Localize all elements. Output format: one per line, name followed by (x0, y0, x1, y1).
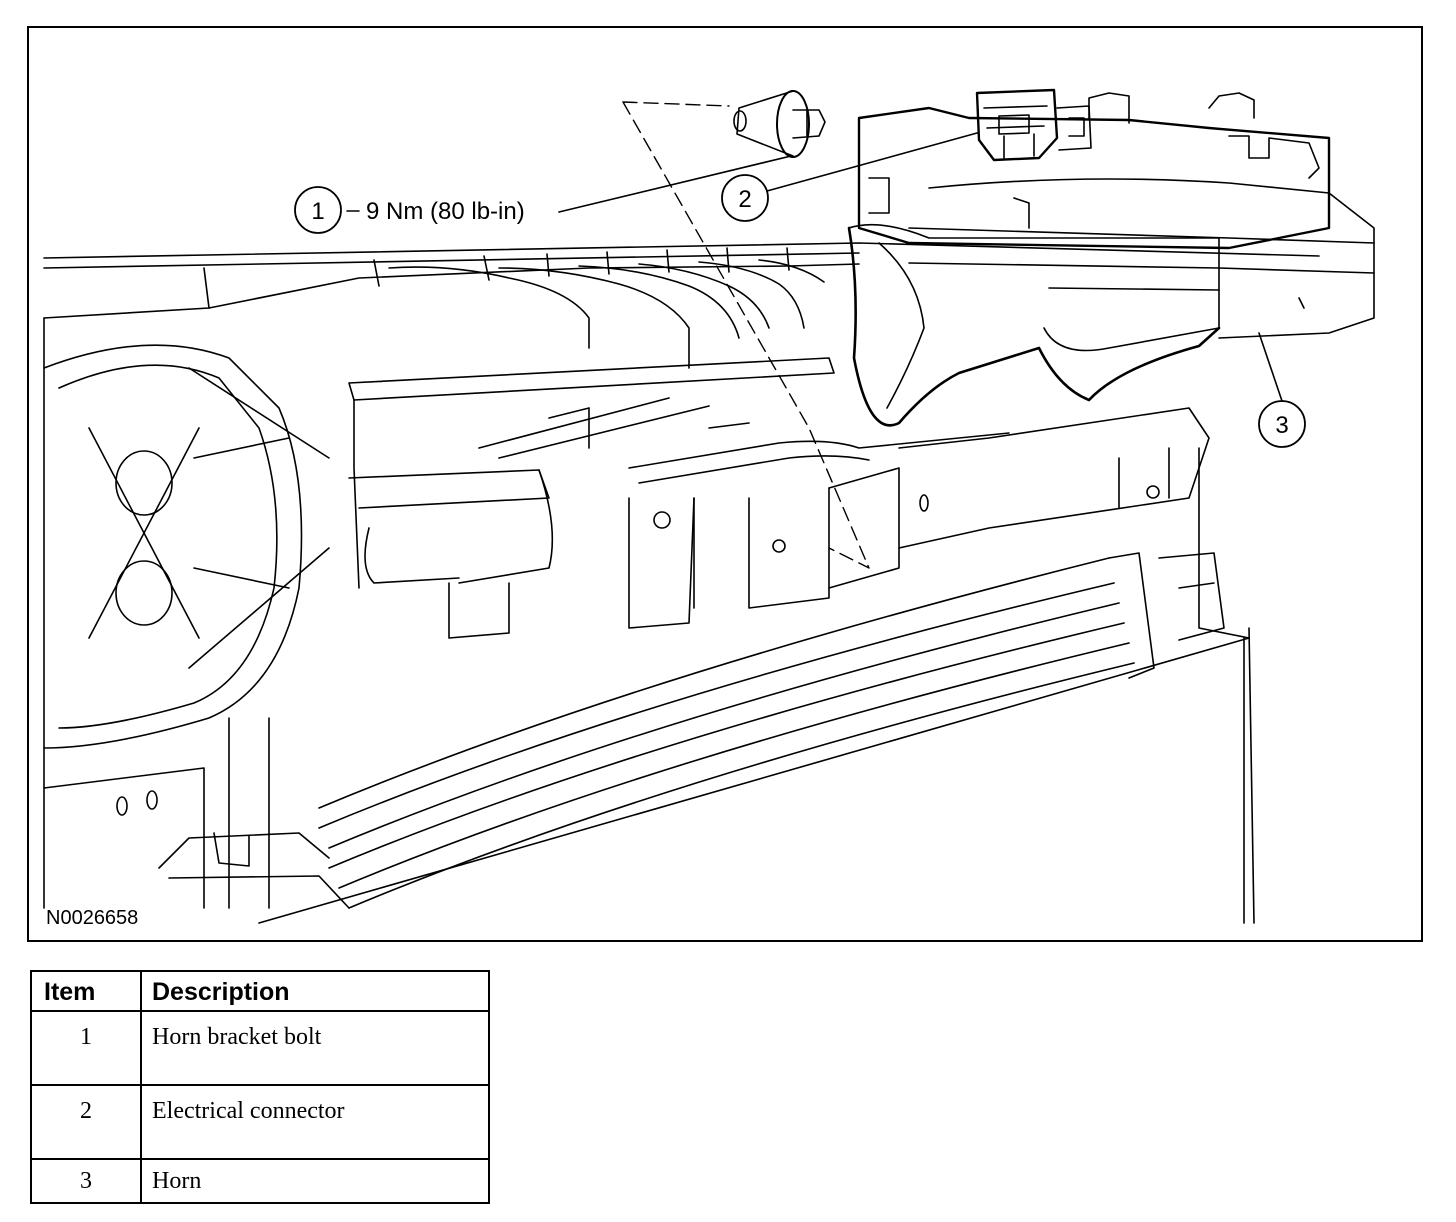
callout-3: 3 (1258, 400, 1306, 448)
horn-bracket-bolt (733, 90, 826, 158)
callout-1-torque-label: 9 Nm (80 lb-in) (366, 198, 525, 225)
callout-1-number: 1 (311, 198, 324, 225)
item-number: 3 (30, 1158, 142, 1204)
item-description: Horn bracket bolt (140, 1010, 490, 1086)
diagram-frame: 1 9 Nm (80 lb-in) 2 3 N0026658 (27, 26, 1423, 942)
item-description: Electrical connector (140, 1084, 490, 1160)
legend-header-row: Item Description (30, 970, 490, 1012)
description-column-header: Description (140, 970, 490, 1012)
electrical-connector (975, 88, 1092, 162)
item-column-header: Item (30, 970, 142, 1012)
callout-1: 1 9 Nm (80 lb-in) (294, 186, 525, 234)
callout-1-leader (346, 155, 792, 213)
horn-assembly (847, 92, 1375, 427)
callout-3-leader (1258, 332, 1283, 402)
installation-path-line (622, 101, 870, 569)
item-number: 1 (30, 1010, 142, 1086)
item-number: 2 (30, 1084, 142, 1160)
figure-id: N0026658 (46, 907, 138, 929)
table-row: 3 Horn (30, 1158, 490, 1204)
table-row: 1 Horn bracket bolt (30, 1010, 490, 1086)
callout-3-number: 3 (1275, 412, 1288, 439)
table-row: 2 Electrical connector (30, 1084, 490, 1160)
callout-2-number: 2 (738, 186, 751, 213)
legend-table: Item Description 1 Horn bracket bolt 2 E… (30, 970, 490, 1204)
horn-removal-illustration: 1 9 Nm (80 lb-in) 2 3 N0026658 (43, 88, 1375, 929)
radiator-condenser (158, 552, 1255, 924)
mounting-bracket-area (348, 357, 1250, 639)
callout-2-leader (766, 132, 978, 192)
item-description: Horn (140, 1158, 490, 1204)
callout-2: 2 (721, 174, 769, 222)
fan-shroud (43, 317, 330, 909)
radiator-support-crossmember (43, 242, 1320, 369)
